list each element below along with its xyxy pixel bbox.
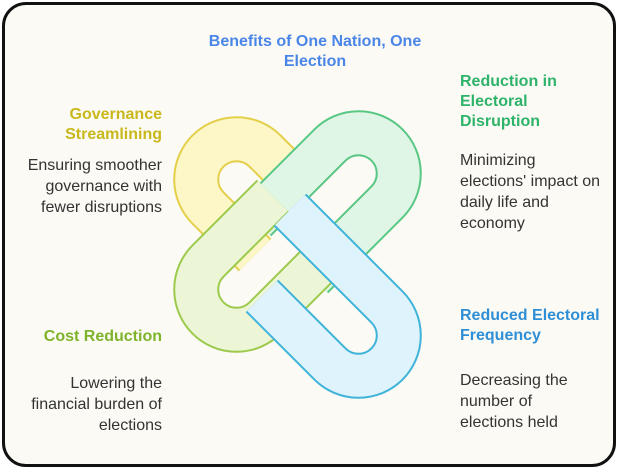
diagram-title: Benefits of One Nation, One Election: [208, 33, 422, 70]
desc-electoral-disruption: Minimizing elections' impact on daily li…: [460, 152, 601, 232]
desc-electoral-frequency: Decreasing the number of elections held: [460, 372, 568, 431]
desc-cost-reduction: Lowering the financial burden of electio…: [31, 375, 162, 434]
heading-governance: Governance Streamlining: [65, 106, 162, 143]
heading-cost-reduction: Cost Reduction: [43, 328, 162, 345]
heading-electoral-frequency: Reduced Electoral Frequency: [460, 307, 600, 344]
desc-governance: Ensuring smoother governance with fewer …: [27, 157, 162, 216]
heading-electoral-disruption: Reduction in Electoral Disruption: [460, 73, 557, 130]
